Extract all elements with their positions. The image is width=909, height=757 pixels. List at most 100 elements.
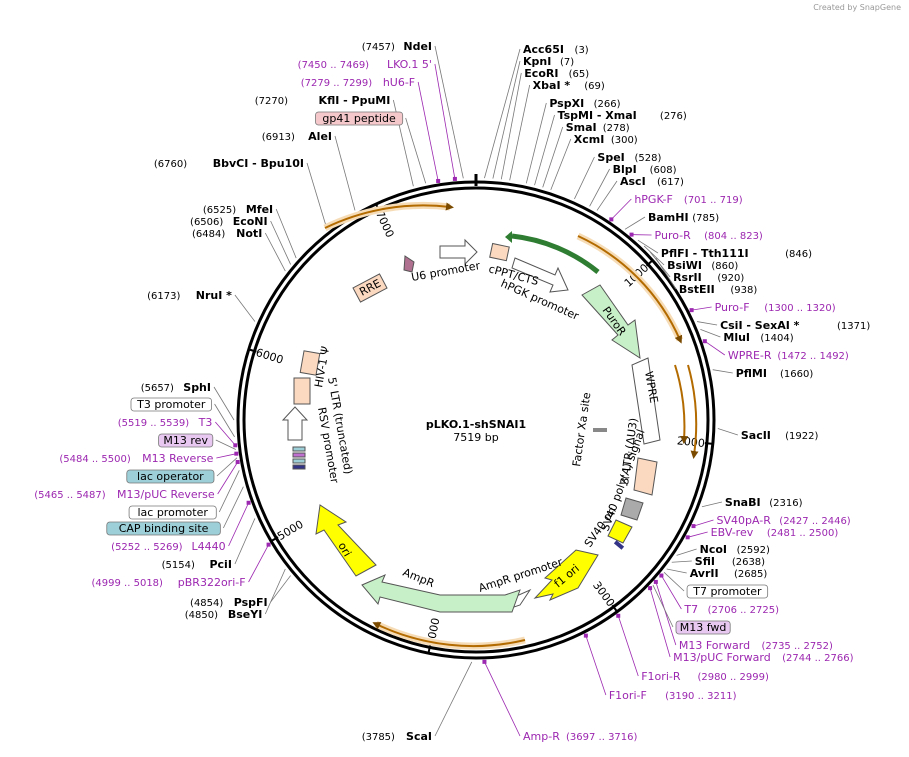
primer-position: (5484 .. 5500) bbox=[59, 454, 131, 465]
site-leader bbox=[484, 48, 521, 179]
feature-box bbox=[315, 111, 404, 126]
primer-name: T7 bbox=[683, 603, 698, 616]
site-leader bbox=[213, 386, 235, 421]
feature-box bbox=[126, 469, 215, 484]
primer-label-sv40pa-r: SV40pA-R(2427 .. 2446) bbox=[717, 514, 851, 527]
primer-position: (804 .. 823) bbox=[704, 231, 763, 242]
primer-name: hPGK-F bbox=[634, 193, 672, 206]
primer-mark bbox=[246, 500, 251, 505]
label-ori: ori bbox=[335, 540, 353, 559]
site-leader bbox=[492, 60, 521, 179]
orf-arc-5 bbox=[324, 202, 454, 229]
primer-mark bbox=[629, 232, 634, 237]
site-position: (278) bbox=[603, 123, 630, 134]
primer-mark bbox=[648, 586, 653, 591]
site-leader bbox=[434, 45, 464, 179]
site-label-ecori: EcoRI (65) bbox=[524, 67, 589, 80]
site-name: XbaI * bbox=[533, 79, 571, 92]
site-name: ScaI bbox=[406, 730, 432, 743]
site-leader bbox=[534, 114, 555, 186]
boxed-label-t7-promoter: T7 promoter bbox=[686, 584, 769, 599]
feature-box-label: CAP binding site bbox=[119, 522, 209, 535]
primer-position: (2427 .. 2446) bbox=[779, 516, 851, 527]
sv40-polya-box bbox=[620, 497, 644, 521]
site-position: (4854) bbox=[190, 598, 223, 609]
primer-position: (4999 .. 5018) bbox=[92, 578, 164, 589]
boxed-leader bbox=[405, 117, 427, 184]
primer-leader bbox=[215, 421, 236, 446]
orf-arc-1 bbox=[577, 235, 683, 344]
site-label-blpi: BlpI(608) bbox=[613, 163, 677, 176]
primer-name: M13 Reverse bbox=[142, 452, 213, 465]
ori-arrow bbox=[315, 504, 377, 577]
primer-mark bbox=[266, 542, 271, 547]
site-position: (2638) bbox=[732, 557, 765, 568]
site-label-bsiwi: BsiWI(860) bbox=[667, 259, 738, 272]
orf-arc-4-halo bbox=[374, 620, 526, 650]
site-name: SnaBI bbox=[725, 496, 761, 509]
tick-mark bbox=[704, 442, 712, 445]
site-name: NruI * bbox=[196, 289, 232, 302]
orf-arc-2 bbox=[674, 364, 689, 444]
site-label-alei: AleI(6913) bbox=[262, 130, 332, 143]
primer-position: (3697 .. 3716) bbox=[566, 732, 638, 743]
site-position: (785) bbox=[692, 213, 719, 224]
primer-leader bbox=[655, 581, 677, 646]
primer-label-lko-1-5-: LKO.1 5'(7450 .. 7469) bbox=[298, 58, 432, 71]
site-label-ncoi: NcoI(2592) bbox=[700, 543, 770, 556]
primer-label-f1ori-r: F1ori-R(2980 .. 2999) bbox=[641, 670, 769, 683]
site-label-sacii: SacII(1922) bbox=[741, 429, 819, 442]
tick-label: 5000 bbox=[275, 518, 306, 543]
site-name: KpnI bbox=[523, 55, 551, 68]
site-position: (2316) bbox=[769, 498, 802, 509]
site-position: (3785) bbox=[362, 732, 395, 743]
primer-name: M13/pUC Forward bbox=[673, 651, 771, 664]
site-label-mfei: MfeI(6525) bbox=[203, 203, 273, 216]
site-leader bbox=[701, 501, 723, 508]
site-position: (65) bbox=[569, 69, 590, 80]
primer-label-m13-forward: M13 Forward(2735 .. 2752) bbox=[679, 639, 833, 652]
u6-promoter-arrow bbox=[439, 238, 478, 266]
primer-position: (1300 .. 1320) bbox=[764, 303, 836, 314]
primer-label-puro-r: Puro-R(804 .. 823) bbox=[655, 229, 763, 242]
primer-label-f1ori-f: F1ori-F(3190 .. 3211) bbox=[609, 689, 737, 702]
site-label-acc65i: Acc65I(3) bbox=[523, 43, 589, 56]
primer-leader bbox=[649, 587, 671, 658]
primer-name: hU6-F bbox=[383, 76, 415, 89]
site-position: (846) bbox=[785, 249, 812, 260]
primer-name: pBR322ori-F bbox=[178, 576, 246, 589]
primer-leader bbox=[434, 63, 456, 179]
site-position: (69) bbox=[584, 81, 605, 92]
primer-label-amp-r: Amp-R(3697 .. 3716) bbox=[523, 730, 638, 743]
site-name: SphI bbox=[183, 381, 211, 394]
site-position: (938) bbox=[730, 285, 757, 296]
site-label-bseyi: BseYI(4850) bbox=[185, 608, 263, 621]
site-name: AleI bbox=[308, 130, 332, 143]
primer-position: (701 .. 719) bbox=[684, 195, 743, 206]
site-name: KflI - PpuMI bbox=[319, 94, 391, 107]
site-name: EcoRI bbox=[524, 67, 558, 80]
site-name: SfiI bbox=[695, 555, 715, 568]
primer-mark bbox=[659, 573, 664, 578]
plasmid-name: pLKO.1-shSNAI1 bbox=[426, 418, 526, 431]
primer-position: (1472 .. 1492) bbox=[777, 351, 849, 362]
primer-leader bbox=[217, 461, 239, 495]
site-leader bbox=[275, 208, 297, 259]
primer-name: LKO.1 5' bbox=[387, 58, 432, 71]
boxed-label-gp41-peptide: gp41 peptide bbox=[315, 111, 404, 126]
label-hpgk-promoter: hPGK promoter bbox=[499, 277, 581, 323]
lac-mark-4 bbox=[292, 464, 306, 470]
primer-leader bbox=[248, 544, 269, 583]
tick-label: 2000 bbox=[676, 434, 705, 450]
site-position: (1922) bbox=[785, 431, 818, 442]
site-name: PspXI bbox=[549, 97, 584, 110]
orf-arcs bbox=[323, 201, 699, 650]
primer-mark bbox=[653, 579, 658, 584]
site-name: NotI bbox=[236, 227, 262, 240]
site-position: (617) bbox=[657, 177, 684, 188]
feature-box-label: M13 rev bbox=[163, 434, 208, 447]
site-name: RsrII bbox=[673, 271, 702, 284]
primer-mark bbox=[689, 308, 694, 313]
primer-mark bbox=[234, 451, 239, 456]
feature-box bbox=[675, 620, 731, 635]
